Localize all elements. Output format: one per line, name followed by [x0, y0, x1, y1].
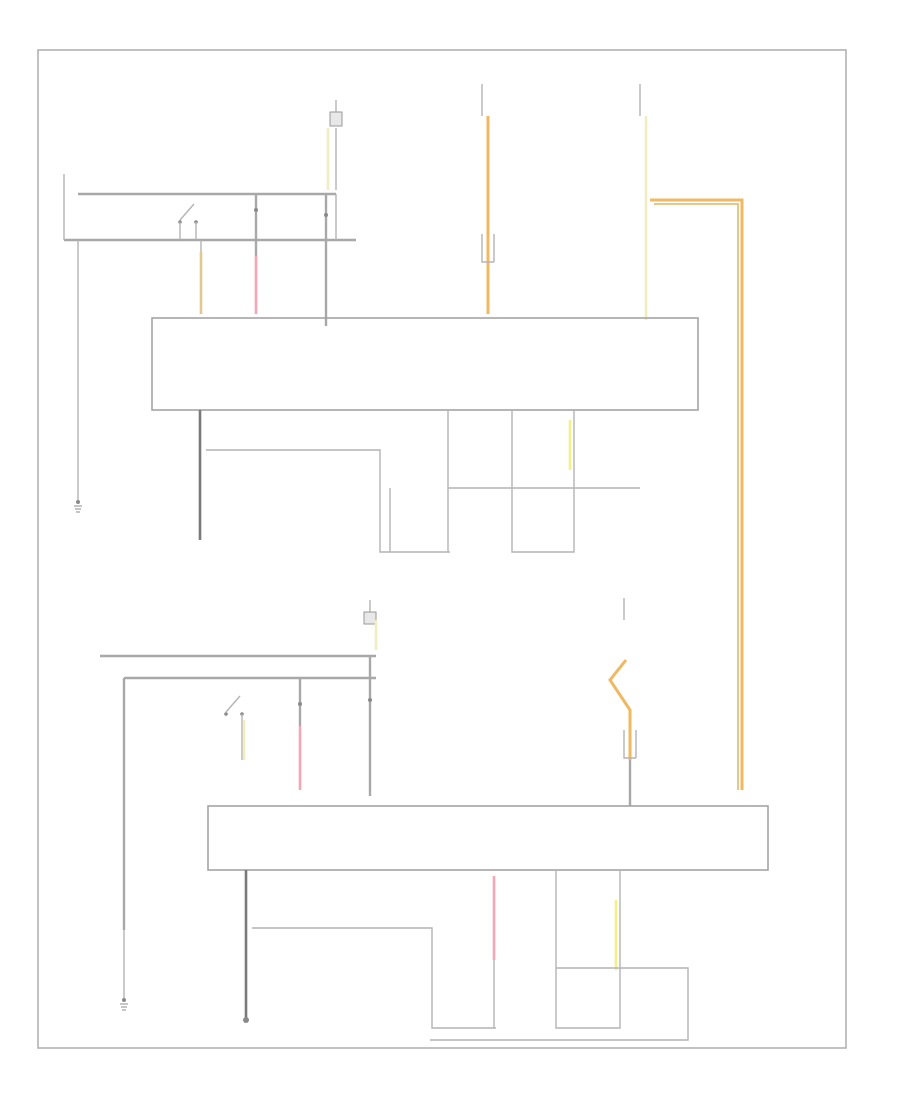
- left-side-circuit: [63, 84, 744, 790]
- wire-motor-loop-1: [447, 410, 640, 552]
- wire2-orange-bent: [608, 659, 632, 760]
- wire-module-out-thin: [206, 449, 450, 553]
- diagram-frame: [37, 49, 847, 1049]
- fuse-bottom-left: [363, 611, 377, 625]
- door-switch-2-contact: [225, 695, 241, 713]
- wire2-relay-bracket: [623, 730, 636, 759]
- wire2-module-out-thin: [252, 927, 496, 1029]
- right-side-circuit: [100, 598, 769, 1041]
- wire-long-orange: [650, 198, 744, 790]
- fuse-top-left: [329, 111, 343, 127]
- wire2-right-bracket: [430, 967, 689, 1041]
- power-window-module-left: [151, 317, 699, 411]
- wire-long-tan: [654, 203, 739, 790]
- wire-motor-loop-2: [511, 410, 575, 553]
- door-switch-contact: [179, 203, 195, 221]
- power-window-module-right: [207, 805, 769, 871]
- wire2-motor-loop: [493, 870, 621, 1029]
- relay-bracket: [481, 234, 494, 263]
